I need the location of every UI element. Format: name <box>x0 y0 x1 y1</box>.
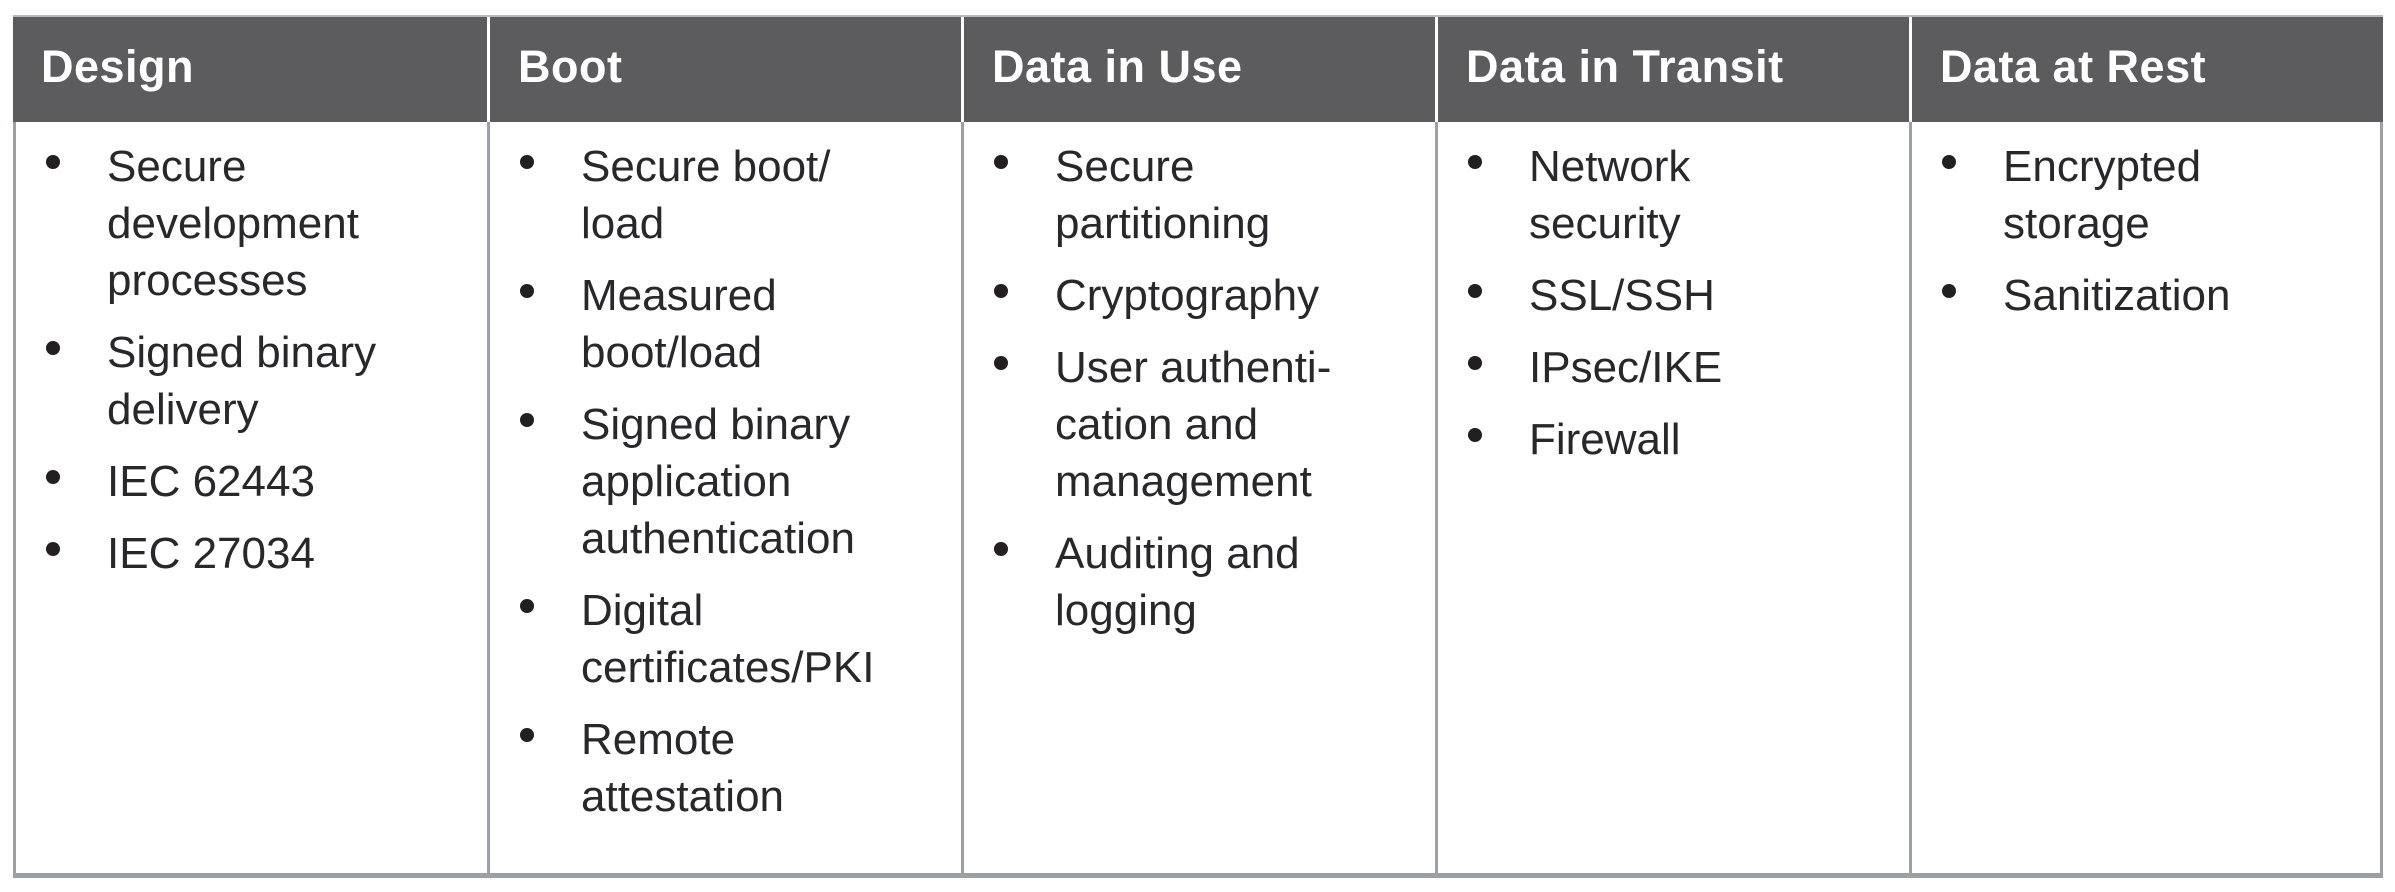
bullet-icon <box>994 284 1008 298</box>
bullet-icon <box>1468 284 1482 298</box>
list-item-text: Network security <box>1529 142 1691 248</box>
list-item: IEC 62443 <box>16 453 481 510</box>
column-item-list: Secure development processes Signed bina… <box>16 122 487 582</box>
bullet-icon <box>1942 284 1956 298</box>
bullet-icon <box>520 413 534 427</box>
column-header-boot: Boot <box>487 17 961 122</box>
list-item-text: Signed binary delivery <box>107 328 377 434</box>
list-item: Encrypted storage <box>1912 138 2374 252</box>
list-item-text: Secure boot/ load <box>581 142 831 248</box>
list-item-text: Signed binary application authentication <box>581 400 855 563</box>
column-header-label: Boot <box>518 40 623 92</box>
list-item-text: Firewall <box>1529 415 1681 464</box>
list-item-text: IPsec/IKE <box>1529 343 1723 392</box>
list-item-text: IEC 27034 <box>107 529 315 578</box>
list-item: Digital certificates/PKI <box>490 582 955 696</box>
bullet-icon <box>1468 155 1482 169</box>
list-item: Firewall <box>1438 411 1903 468</box>
column-item-list: Secure partitioning Cryptography User au… <box>964 122 1435 639</box>
list-item: SSL/SSH <box>1438 267 1903 324</box>
list-item: Network security <box>1438 138 1903 252</box>
list-item-text: Remote attestation <box>581 715 785 821</box>
list-item: IPsec/IKE <box>1438 339 1903 396</box>
column-body-boot: Secure boot/ load Measured boot/load Sig… <box>487 122 961 873</box>
bullet-icon <box>46 155 60 169</box>
list-item-text: User authenti- cation and management <box>1055 343 1332 506</box>
bullet-icon <box>994 542 1008 556</box>
list-item: Cryptography <box>964 267 1429 324</box>
bullet-icon <box>994 356 1008 370</box>
list-item-text: Secure partitioning <box>1055 142 1271 248</box>
bullet-icon <box>1468 356 1482 370</box>
column-header-data-at-rest: Data at Rest <box>1909 17 2383 122</box>
list-item-text: Measured boot/load <box>581 271 777 377</box>
list-item: Auditing and logging <box>964 525 1429 639</box>
column-header-label: Data at Rest <box>1940 40 2207 92</box>
column-header-data-in-transit: Data in Transit <box>1435 17 1909 122</box>
list-item: Secure partitioning <box>964 138 1429 252</box>
table-body-row: Secure development processes Signed bina… <box>13 122 2383 873</box>
bullet-icon <box>520 728 534 742</box>
column-body-data-in-use: Secure partitioning Cryptography User au… <box>961 122 1435 873</box>
list-item: Remote attestation <box>490 711 955 825</box>
bullet-icon <box>520 599 534 613</box>
column-header-label: Design <box>41 40 195 92</box>
list-item: Measured boot/load <box>490 267 955 381</box>
list-item: User authenti- cation and management <box>964 339 1429 510</box>
list-item-text: Encrypted storage <box>2003 142 2202 248</box>
list-item-text: Secure development processes <box>107 142 359 305</box>
bullet-icon <box>46 470 60 484</box>
list-item-text: Digital certificates/PKI <box>581 586 875 692</box>
bullet-icon <box>520 155 534 169</box>
list-item-text: Cryptography <box>1055 271 1320 320</box>
bullet-icon <box>520 284 534 298</box>
column-item-list: Network security SSL/SSH IPsec/IKE Firew… <box>1438 122 1909 468</box>
bullet-icon <box>1942 155 1956 169</box>
list-item: Signed binary delivery <box>16 324 481 438</box>
column-header-label: Data in Use <box>992 40 1243 92</box>
column-header-data-in-use: Data in Use <box>961 17 1435 122</box>
table-header-row: Design Boot Data in Use Data in Transit … <box>13 15 2383 122</box>
bullet-icon <box>46 341 60 355</box>
column-header-label: Data in Transit <box>1466 40 1784 92</box>
list-item: Signed binary application authentication <box>490 396 955 567</box>
security-lifecycle-table: Design Boot Data in Use Data in Transit … <box>13 15 2383 878</box>
list-item: Secure boot/ load <box>490 138 955 252</box>
list-item-text: IEC 62443 <box>107 457 315 506</box>
column-body-data-at-rest: Encrypted storage Sanitization <box>1909 122 2383 873</box>
list-item-text: Auditing and logging <box>1055 529 1300 635</box>
column-header-design: Design <box>13 17 487 122</box>
list-item: Secure development processes <box>16 138 481 309</box>
bullet-icon <box>994 155 1008 169</box>
list-item-text: SSL/SSH <box>1529 271 1715 320</box>
list-item-text: Sanitization <box>2003 271 2231 320</box>
column-item-list: Encrypted storage Sanitization <box>1912 122 2380 324</box>
bullet-icon <box>1468 428 1482 442</box>
column-body-design: Secure development processes Signed bina… <box>13 122 487 873</box>
column-body-data-in-transit: Network security SSL/SSH IPsec/IKE Firew… <box>1435 122 1909 873</box>
bullet-icon <box>46 542 60 556</box>
list-item: IEC 27034 <box>16 525 481 582</box>
column-item-list: Secure boot/ load Measured boot/load Sig… <box>490 122 961 825</box>
list-item: Sanitization <box>1912 267 2374 324</box>
